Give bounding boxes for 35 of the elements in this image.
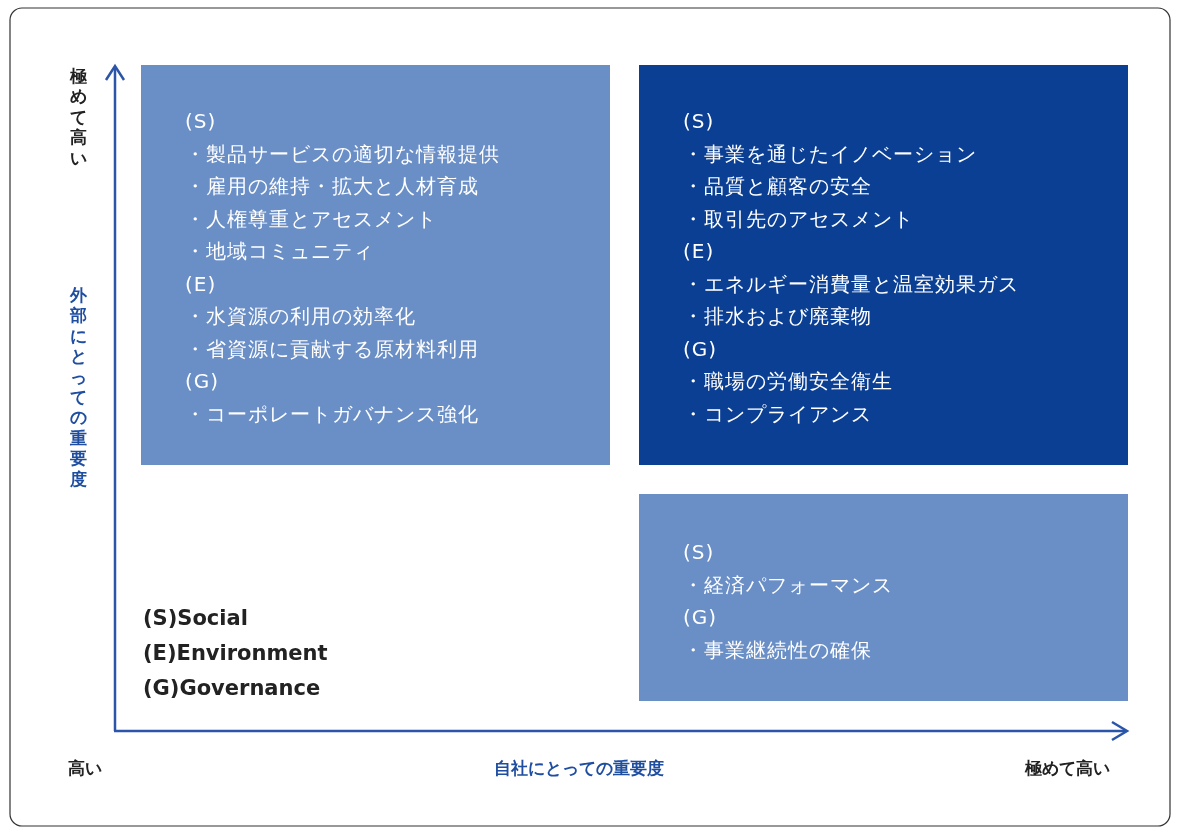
quadrant-panel (639, 65, 1128, 465)
panel-text-line: ・取引先のアセスメント (683, 205, 914, 233)
panel-text-line: (G) (683, 604, 718, 631)
panel-text-line: ・人権尊重とアセスメント (185, 205, 437, 233)
legend-text: (G)Governance (143, 676, 321, 700)
panel-text-line: ・エネルギー消費量と温室効果ガス (683, 270, 1019, 298)
panel-text-line: (G) (185, 368, 220, 395)
panel-text-line: ・品質と顧客の安全 (683, 173, 872, 200)
axis-title: 外部にとっての重要度 (70, 285, 88, 489)
panel-text-line: ・排水および廃棄物 (683, 303, 872, 330)
panel-text-line: (E) (683, 238, 715, 265)
panel-text-line: ・コンプライアンス (683, 400, 872, 428)
panel-text-line: ・事業継続性の確保 (683, 636, 872, 664)
panel-text-line: ・コーポレートガバナンス強化 (185, 400, 479, 428)
panel-text-line: ・省資源に貢献する原材料利用 (185, 335, 479, 363)
axis-end-label: 極めて高い (1025, 757, 1110, 780)
panel-text-line: ・雇用の維持・拡大と人材育成 (185, 173, 479, 200)
axis-end-label: 高い (68, 757, 102, 780)
panel-text-line: ・製品サービスの適切な情報提供 (185, 140, 500, 168)
panel-text-line: ・水資源の利用の効率化 (185, 303, 416, 330)
panel-text-line: ・経済パフォーマンス (683, 571, 893, 599)
axis-title: 自社にとっての重要度 (494, 757, 664, 780)
panel-text-line: (S) (683, 539, 715, 566)
legend-text: (E)Environment (143, 641, 328, 665)
panel-text-line: ・地域コミュニティ (185, 238, 374, 265)
legend-text: (S)Social (143, 606, 248, 630)
quadrant-panel (141, 65, 610, 465)
panel-text-line: ・事業を通じたイノベーション (683, 140, 977, 168)
panel-text-line: (G) (683, 335, 718, 363)
axis-end-label: 極めて高い (70, 66, 88, 168)
panel-text-line: (E) (185, 270, 217, 298)
panel-text-line: ・職場の労働安全衛生 (683, 368, 893, 395)
panel-text-line: (S) (683, 108, 715, 135)
panel-text-line: (S) (185, 108, 217, 135)
quadrant-panel (639, 494, 1128, 701)
